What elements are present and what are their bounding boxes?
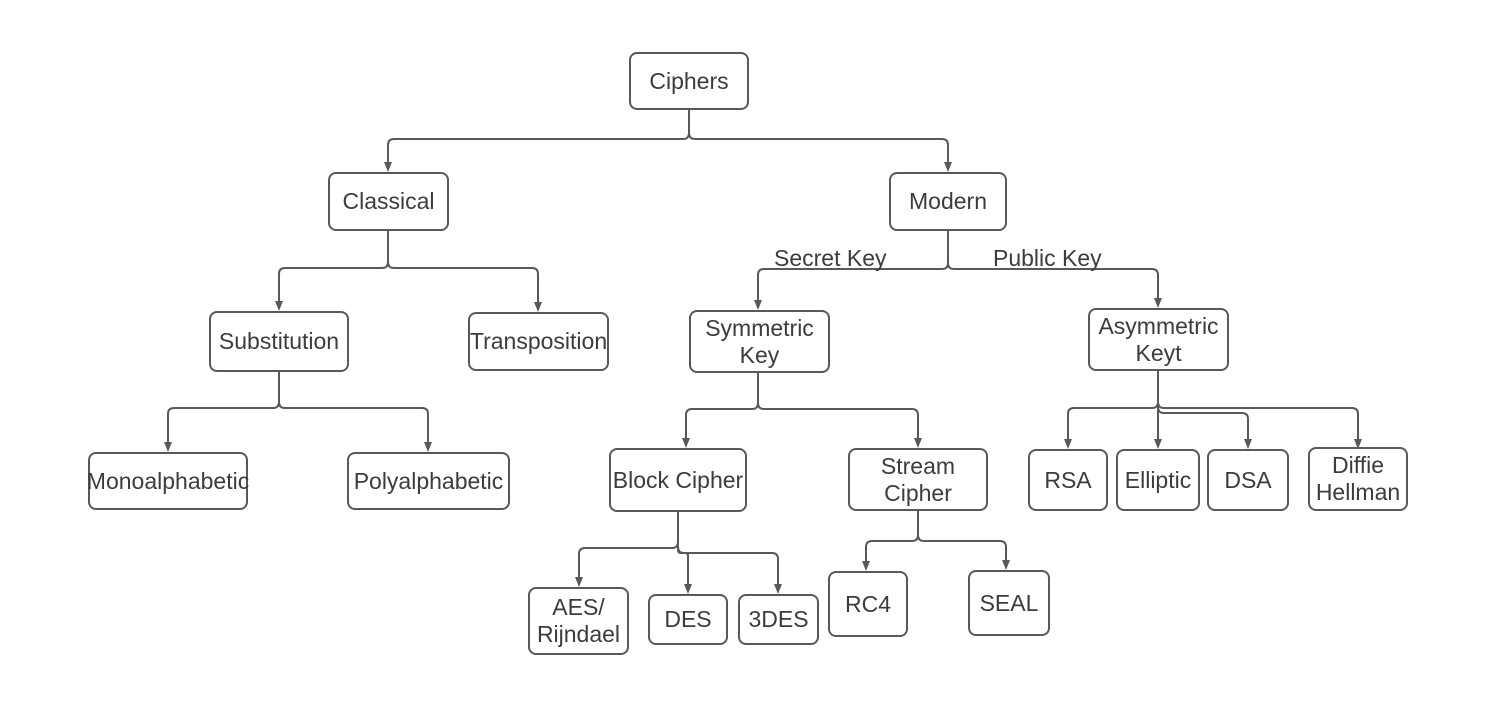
node-asymmetric-key: Asymmetric Keyt	[1088, 308, 1229, 371]
edge-label-secret-key: Secret Key	[774, 245, 887, 271]
edge-block-3des	[677, 512, 782, 594]
node-aes-rijndael: AES/ Rijndael	[528, 587, 629, 655]
edge-classical-transposition	[387, 231, 542, 312]
node-3des: 3DES	[738, 594, 819, 645]
edge-asymmetric-diffie-hellman	[1157, 371, 1362, 449]
edge-asymmetric-rsa	[1064, 371, 1159, 449]
edge-symmetric-stream-cipher	[757, 373, 922, 448]
edge-stream-seal	[917, 511, 1010, 570]
node-classical: Classical	[328, 172, 449, 231]
node-polyalphabetic: Polyalphabetic	[347, 452, 510, 510]
node-block-cipher: Block Cipher	[609, 448, 747, 512]
node-modern: Modern	[889, 172, 1007, 231]
edge-substitution-monoalphabetic	[164, 372, 280, 452]
node-monoalphabetic: Monoalphabetic	[87, 452, 249, 510]
node-des: DES	[648, 594, 728, 645]
edge-label-public-key: Public Key	[993, 245, 1102, 271]
node-substitution: Substitution	[209, 311, 349, 372]
edge-block-des	[677, 512, 692, 594]
edge-ciphers-modern	[688, 110, 952, 172]
node-rsa: RSA	[1028, 449, 1108, 511]
edge-modern-asymmetric-key	[947, 231, 1162, 308]
node-rc4: RC4	[828, 571, 908, 637]
node-transposition: Transposition	[468, 312, 609, 371]
node-diffie-hellman: Diffie Hellman	[1308, 447, 1408, 511]
edge-block-aes-rijndael	[575, 512, 679, 587]
edge-asymmetric-dsa	[1157, 371, 1252, 449]
edge-classical-substitution	[275, 231, 389, 311]
edge-stream-rc4	[862, 511, 919, 571]
edge-symmetric-block-cipher	[682, 373, 759, 448]
edge-substitution-polyalphabetic	[278, 372, 432, 452]
node-ciphers: Ciphers	[629, 52, 749, 110]
node-elliptic: Elliptic	[1116, 449, 1200, 511]
node-stream-cipher: Stream Cipher	[848, 448, 988, 511]
edge-ciphers-classical	[384, 110, 690, 172]
node-dsa: DSA	[1207, 449, 1289, 511]
node-symmetric-key: Symmetric Key	[689, 310, 830, 373]
node-seal: SEAL	[968, 570, 1050, 636]
